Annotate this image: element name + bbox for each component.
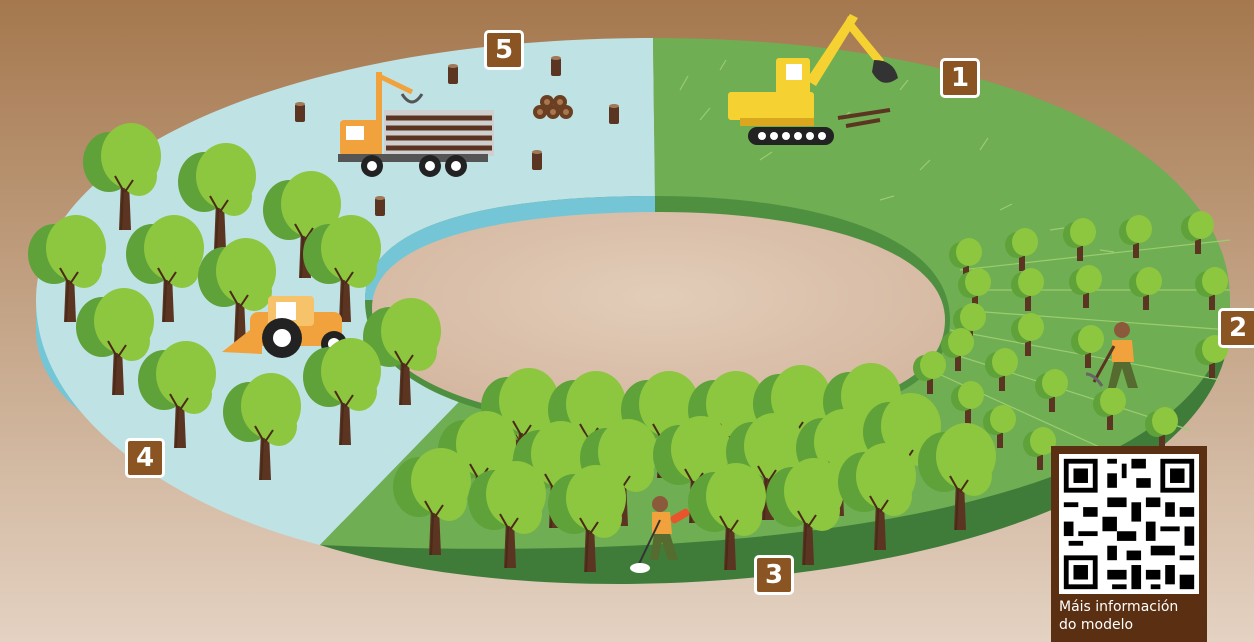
qr-code-icon[interactable]: [1059, 454, 1199, 594]
qr-code-panel[interactable]: Máis información do modelo: [1051, 446, 1207, 642]
stage-badge-2: 2: [1218, 308, 1254, 348]
ring-side-green: [320, 300, 1230, 584]
worker-planting-icon: [1085, 322, 1138, 388]
stage-number: 5: [494, 35, 514, 65]
qr-caption-line2: do modelo: [1059, 617, 1134, 633]
excavator-icon: [728, 14, 898, 145]
worker-brushcutter-icon: [630, 496, 690, 573]
log-pile-icon: [533, 95, 573, 119]
stage-badge-3: 3: [754, 555, 794, 595]
stage-badge-1: 1: [940, 58, 980, 98]
stage-number: 4: [135, 443, 155, 473]
tractor-icon: [222, 296, 347, 358]
qr-caption: Máis información do modelo: [1059, 598, 1205, 634]
log-truck-icon: [338, 72, 494, 177]
stage-number: 3: [764, 560, 784, 590]
stage-number: 2: [1228, 313, 1248, 343]
qr-caption-line1: Máis información: [1059, 599, 1179, 615]
stage-badge-4: 4: [125, 438, 165, 478]
stage-badge-5: 5: [484, 30, 524, 70]
stage-number: 1: [950, 63, 970, 93]
